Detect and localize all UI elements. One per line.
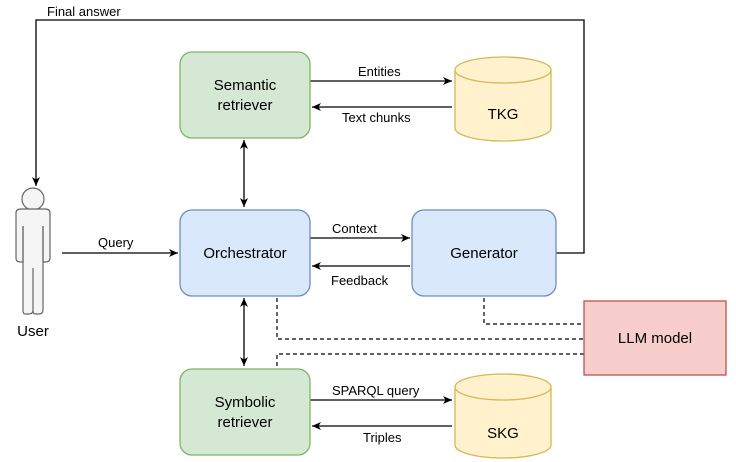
tkg-database-icon: TKG	[454, 56, 552, 142]
text-chunks-label: Text chunks	[342, 110, 411, 125]
triples-label: Triples	[363, 430, 402, 445]
symbolic-retriever-line1: Symbolic	[215, 394, 276, 411]
generator-node: Generator	[411, 209, 557, 297]
symbolic-llm-dashed	[276, 353, 584, 366]
semantic-retriever-line2: retriever	[217, 97, 272, 114]
entities-label: Entities	[358, 64, 401, 79]
user-label: User	[17, 323, 49, 340]
llm-model-label: LLM model	[618, 330, 692, 347]
final-answer-label: Final answer	[47, 4, 121, 19]
orchestrator-llm-dashed	[276, 298, 584, 340]
semantic-retriever-line1: Semantic	[214, 77, 277, 94]
symbolic-retriever-node: Symbolic retriever	[179, 368, 311, 456]
orchestrator-node: Orchestrator	[179, 209, 311, 297]
user-icon	[15, 187, 51, 315]
generator-label: Generator	[450, 245, 518, 262]
skg-label: SKG	[487, 425, 519, 442]
skg-database-icon: SKG	[454, 373, 552, 459]
semantic-retriever-node: Semantic retriever	[179, 51, 311, 139]
feedback-label: Feedback	[331, 273, 389, 288]
generator-llm-dashed	[483, 298, 584, 325]
llm-model-node: LLM model	[583, 300, 727, 376]
symbolic-retriever-line2: retriever	[217, 414, 272, 431]
tkg-label: TKG	[488, 106, 519, 123]
query-label: Query	[98, 235, 134, 250]
sparql-query-label: SPARQL query	[332, 383, 420, 398]
final-answer-edge	[32, 19, 585, 254]
context-label: Context	[332, 221, 377, 236]
orchestrator-label: Orchestrator	[203, 245, 286, 262]
